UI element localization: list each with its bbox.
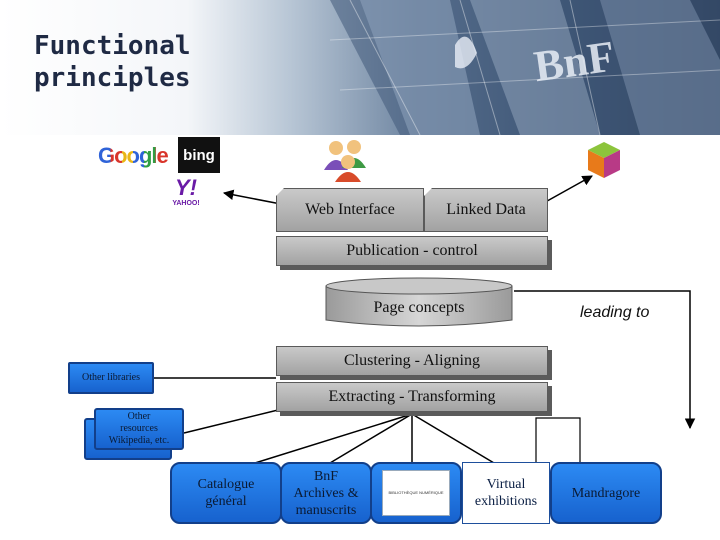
header-banner: BnF Functional principles [0, 0, 720, 135]
virtual-line-1: Virtual [486, 477, 526, 492]
arrow-leading-to-mandragore [514, 290, 696, 430]
publication-control-box: Publication - control [276, 236, 548, 266]
linked-data-label: Linked Data [446, 201, 526, 218]
archives-line-3: manuscrits [295, 502, 357, 518]
virtual-line-2: exhibitions [474, 494, 538, 509]
publication-control-label: Publication - control [346, 242, 478, 259]
banner-sign: BnF [531, 32, 618, 92]
clustering-aligning-box: Clustering - Aligning [276, 346, 548, 376]
bnf-archives-box: BnF Archives & manuscrits [280, 462, 372, 524]
gallica-logo: BIBLIOTHÈQUE NUMÉRIQUE [382, 470, 450, 516]
page-concepts-label: Page concepts [373, 299, 465, 316]
gallica-box: BIBLIOTHÈQUE NUMÉRIQUE gallica [370, 462, 462, 524]
catalogue-line-2: général [205, 494, 247, 509]
leading-to-label: leading to [580, 304, 650, 321]
line-virtual-exhibitions [411, 413, 495, 464]
title-line-1: Functional [34, 31, 191, 61]
virtual-exhibitions-box: Virtual exhibitions [462, 462, 550, 524]
page-title: Functional principles [34, 30, 191, 94]
building-photo: BnF [329, 0, 720, 135]
bracket-mandragore [535, 417, 581, 463]
mandragore-label: Mandragore [571, 485, 641, 501]
other-resources-line-3: Wikipedia, etc. [108, 435, 170, 446]
page-concepts-label-wrap: Page concepts [324, 290, 514, 326]
google-logo-text: Google [98, 143, 169, 168]
bing-logo-text: bing [183, 146, 215, 164]
extracting-transforming-label: Extracting - Transforming [328, 388, 496, 405]
bing-logo: bing [178, 137, 220, 173]
other-resources-box: Other resources Wikipedia, etc. [94, 408, 184, 450]
mandragore-box: Mandragore [550, 462, 662, 524]
catalogue-line-1: Catalogue [197, 477, 255, 492]
yahoo-logo: Y! YAHOO! [163, 176, 209, 212]
line-catalogue [254, 413, 413, 464]
archives-line-2: Archives & [293, 485, 359, 501]
cylinder-shape [325, 277, 513, 327]
web-interface-label: Web Interface [305, 201, 395, 218]
gallica-logo-subtext: BIBLIOTHÈQUE NUMÉRIQUE [388, 490, 444, 495]
bnf-logo-icon [455, 36, 477, 69]
line-archives [329, 413, 413, 464]
line-other-resources [183, 409, 279, 434]
clustering-aligning-label: Clustering - Aligning [344, 352, 480, 369]
semantic-cube-icon [588, 142, 620, 178]
extracting-transforming-box: Extracting - Transforming [276, 382, 548, 412]
arrow-to-linked-data-cloud [539, 175, 593, 206]
google-logo: Google [98, 143, 169, 169]
arrow-to-search-engines [222, 189, 287, 206]
other-resources-line-2: resources [120, 423, 158, 434]
users-icon [324, 140, 366, 182]
other-resources-line-1: Other [127, 411, 151, 422]
other-libraries-box: Other libraries [68, 362, 154, 394]
other-libraries-label: Other libraries [81, 372, 141, 383]
page-concepts-cylinder: Page concepts [324, 276, 514, 330]
catalogue-general-box: Catalogue général [170, 462, 282, 524]
yahoo-logo-mark: Y! [175, 175, 197, 200]
linked-data-box: Linked Data [424, 188, 548, 232]
archives-line-1: BnF [313, 468, 339, 484]
web-interface-box: Web Interface [276, 188, 424, 232]
yahoo-logo-text: YAHOO! [172, 200, 200, 207]
title-line-2: principles [34, 63, 191, 93]
